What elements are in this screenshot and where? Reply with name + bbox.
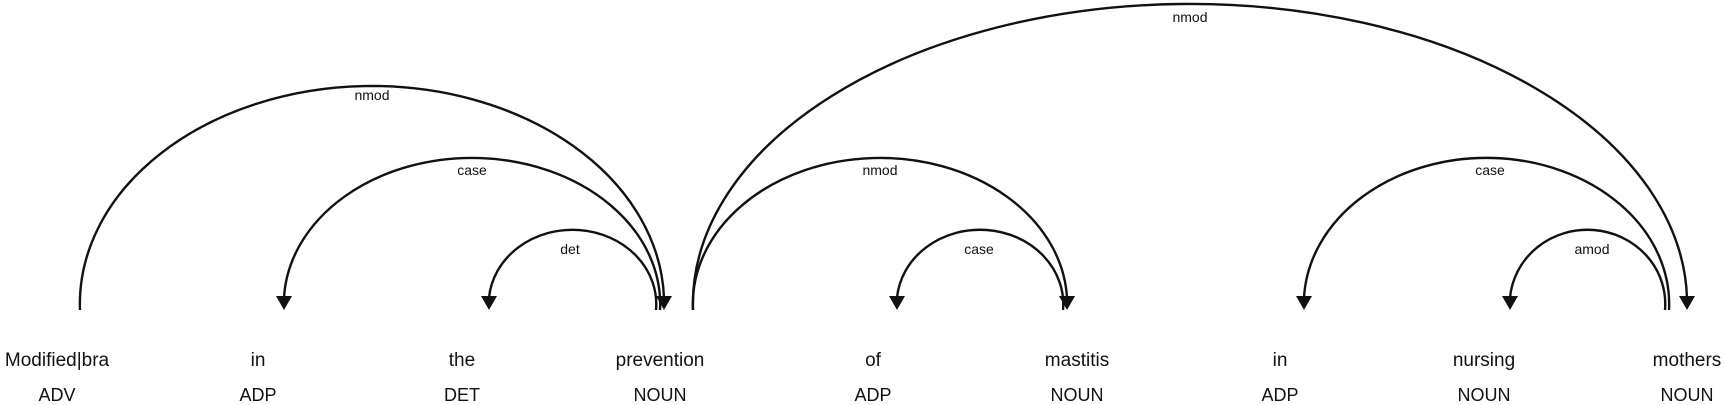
arc-curve	[691, 2, 1689, 311]
token-word: nursing	[1453, 350, 1515, 371]
arc-nmod: nmod	[691, 2, 1695, 311]
arc-case: case	[1296, 156, 1671, 311]
token-pos-tag: NOUN	[1051, 385, 1104, 405]
arc-label: det	[560, 241, 580, 257]
token-word: Modified|bra	[5, 350, 110, 371]
token-word: the	[449, 350, 475, 371]
arc-label: case	[1475, 162, 1505, 178]
arc-case: case	[276, 156, 662, 311]
token-pos-tag: NOUN	[1458, 385, 1511, 405]
token-word: mothers	[1653, 350, 1722, 371]
arrowhead	[1296, 296, 1312, 310]
arrowhead	[889, 296, 905, 310]
token-word: prevention	[616, 350, 705, 371]
arc-nmod: nmod	[78, 84, 672, 311]
arrowhead	[481, 296, 497, 310]
token-word: in	[251, 350, 266, 371]
token-word: of	[865, 350, 882, 371]
arcs-layer: nmod case det nmod nmod case case amod	[78, 2, 1695, 311]
arc-label: nmod	[354, 87, 389, 103]
arc-curve	[1302, 156, 1671, 311]
arc-nmod: nmod	[691, 156, 1075, 311]
arc-curve	[78, 84, 666, 311]
arc-curve	[282, 156, 662, 311]
token-pos-tag: ADP	[1261, 385, 1298, 405]
arc-curve	[1508, 228, 1667, 311]
token-pos-tag: ADV	[38, 385, 75, 405]
token-word: mastitis	[1045, 350, 1109, 371]
arc-amod: amod	[1502, 228, 1667, 311]
arrowhead	[276, 296, 292, 310]
arc-curve	[895, 228, 1065, 311]
token-word: in	[1273, 350, 1288, 371]
arrowhead	[1679, 296, 1695, 310]
token-pos-tag: ADP	[239, 385, 276, 405]
arc-label: case	[964, 241, 994, 257]
arc-det: det	[481, 228, 658, 311]
arc-curve	[691, 156, 1069, 311]
arc-label: nmod	[862, 162, 897, 178]
arrowhead	[656, 296, 672, 310]
token-pos-tag: NOUN	[1661, 385, 1714, 405]
arc-label: case	[457, 162, 487, 178]
arc-label: nmod	[1172, 9, 1207, 25]
token-pos-tag: DET	[444, 385, 480, 405]
arc-case: case	[889, 228, 1065, 311]
token-pos-tag: NOUN	[634, 385, 687, 405]
token-pos-tag: ADP	[854, 385, 891, 405]
arrowhead	[1059, 296, 1075, 310]
arc-curve	[487, 228, 658, 311]
arc-label: amod	[1574, 241, 1609, 257]
arrowhead	[1502, 296, 1518, 310]
